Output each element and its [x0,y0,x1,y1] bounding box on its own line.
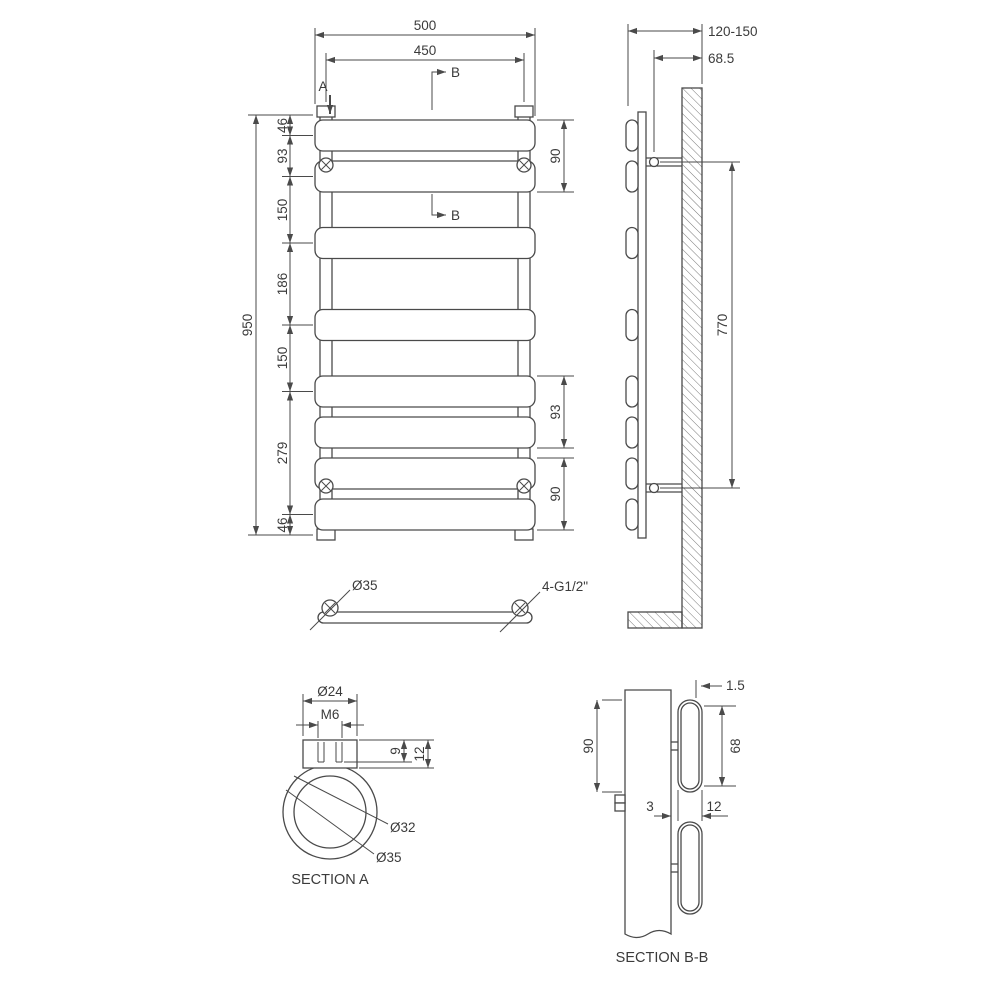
dim-panel-pitch: 90 [581,738,596,753]
dim-left-seg-6: 279 [275,442,290,465]
rail-cap [514,105,534,118]
section-a-caption: SECTION A [291,872,369,888]
plan-view: Ø35 4-G1/2" [309,578,588,633]
wall-bracket [646,156,682,168]
dim-boss-diameter: Ø24 [317,684,343,699]
dim-right-bottom: 90 [548,486,563,501]
dim-overall-width: 500 [414,18,437,33]
dim-outer-diameter: Ø35 [376,850,402,865]
dim-left-seg-3: 150 [275,199,290,222]
section-a-label: A [318,79,327,94]
panel [314,119,536,152]
dim-depth-range: 120-150 [708,24,758,39]
side-panel [625,226,639,260]
leader-line [285,789,375,855]
rail-section [624,689,672,939]
panel-section-inner [680,824,700,912]
side-panel [625,375,639,408]
section-b-bottom-label: B [451,208,460,223]
dim-wall-to-fixing: 68.5 [708,51,734,66]
section-a: Ø24 M6 9 12 Ø32 Ø35 SECTION A [282,684,434,888]
plan-valve-diameter: Ø35 [352,578,378,593]
side-panel [625,160,639,193]
dim-panel-thickness: 1.5 [726,678,745,693]
dim-left-seg-4: 186 [275,273,290,296]
side-panel [625,498,639,531]
leader-line [309,589,351,631]
dim-rail-centres: 450 [414,43,437,58]
panel [314,308,536,342]
bracket-screw [516,478,532,494]
section-b-b: 1.5 90 68 3 12 SECTION B-B [581,678,745,966]
dim-boss-height: 12 [412,746,427,761]
dim-thread-depth: 9 [388,747,403,755]
wall [681,87,703,629]
dim-left-seg-2: 93 [275,148,290,163]
mounting-boss [302,739,358,769]
section-bb-caption: SECTION B-B [616,950,709,966]
rail-tube-outer [282,764,378,860]
bracket-screw [318,157,334,173]
side-panel [625,119,639,152]
dim-left-seg-7: 46 [275,517,290,532]
panel [314,457,536,490]
leader-line [293,775,389,825]
side-panel [625,308,639,342]
panel [314,226,536,260]
side-panel [625,457,639,490]
dim-right-top: 90 [548,148,563,163]
panel-section [677,821,703,915]
dim-inner-diameter: Ø32 [390,820,416,835]
bracket-boss [614,802,626,812]
side-view: 120-150 68.5 770 [625,24,758,629]
panel-section-inner [680,702,700,790]
plan-bar [317,611,533,624]
dim-overall-height: 950 [240,314,255,337]
valve [321,599,339,617]
side-rail [637,111,647,539]
section-b-top-label: B [451,65,460,80]
bracket-screw [516,157,532,173]
panel-section [677,699,703,793]
panel [314,498,536,531]
dim-fixing-centres: 770 [715,314,730,337]
rail-cap [316,105,336,118]
leader-line [499,591,541,633]
wall-bracket [646,482,682,494]
panel [314,160,536,193]
dim-panel-height: 68 [728,738,743,753]
side-panel [625,416,639,449]
dim-left-seg-5: 150 [275,347,290,370]
valve [511,599,529,617]
rail-tube-inner [293,775,367,849]
dim-thread-size: M6 [321,707,340,722]
plan-connections: 4-G1/2" [542,579,588,594]
dim-left-seg-1: 46 [275,118,290,133]
front-view [314,105,536,541]
front-view-dimensions: 500 450 950 46 93 150 186 150 279 46 90 … [240,18,574,536]
dim-right-middle: 93 [548,404,563,419]
panel [314,375,536,408]
floor [627,611,683,629]
dim-gap: 3 [646,799,654,814]
dim-panel-depth: 12 [706,799,721,814]
panel [314,416,536,449]
bracket-boss [614,794,626,804]
bracket-screw [318,478,334,494]
